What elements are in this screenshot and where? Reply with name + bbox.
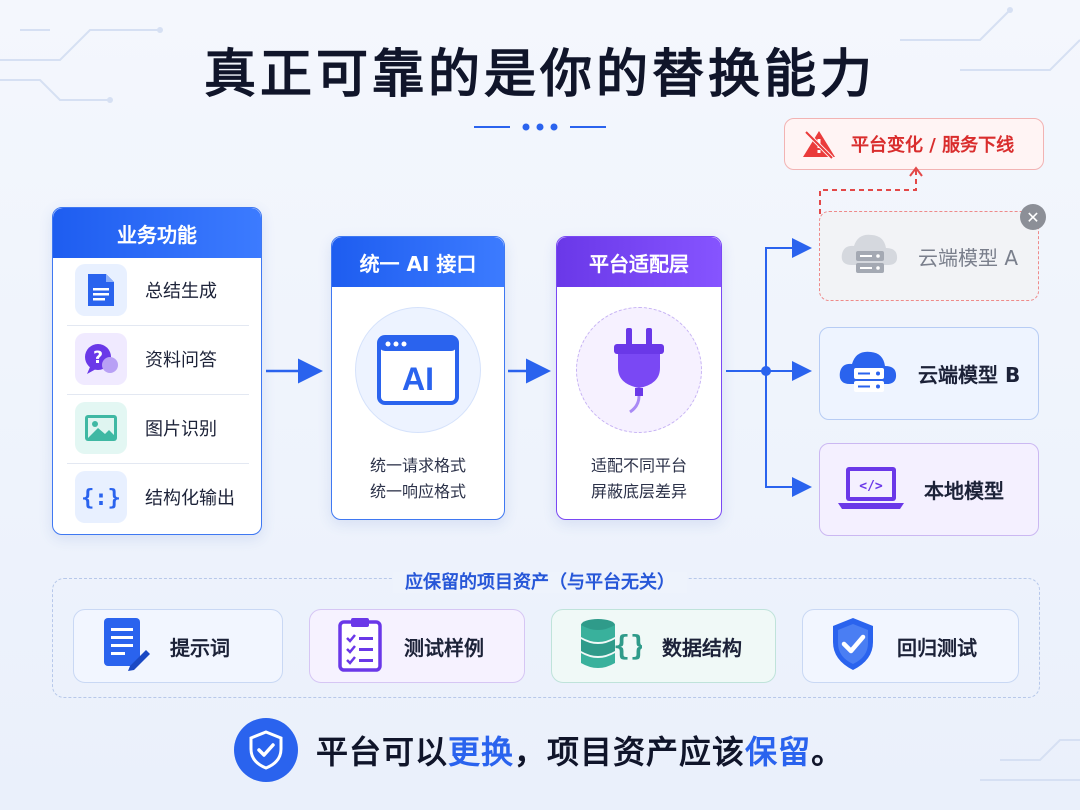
business-item-structured[interactable]: {:} 结构化输出 [67, 463, 249, 531]
project-assets-title: 应保留的项目资产（与平台无关） [0, 568, 1080, 594]
warning-text: 平台变化 / 服务下线 [851, 135, 1015, 156]
model-label: 云端模型 A [918, 245, 1019, 270]
svg-text:{:}: {:} [83, 486, 119, 511]
business-item-label: 图片识别 [145, 419, 217, 440]
conclusion-part-1: 平台可以 [316, 733, 449, 771]
business-item-qa[interactable]: ? 资料问答 [67, 325, 249, 393]
model-card-local[interactable]: </> 本地模型 [819, 443, 1039, 536]
business-item-label: 结构化输出 [145, 488, 235, 509]
shield-check-icon [829, 616, 877, 676]
model-card-cloud-a[interactable]: 云端模型 A [819, 211, 1039, 301]
image-icon [75, 402, 127, 454]
asset-label: 提示词 [170, 635, 230, 660]
shield-check-icon [234, 718, 298, 782]
platform-adapter-panel: 平台适配层 适配不同平台 屏蔽底层差异 [556, 236, 722, 520]
adapter-header: 平台适配层 [557, 237, 721, 287]
unified-ai-interface-panel: 统一 AI 接口 AI 统一请求格式 统一响应格式 [331, 236, 505, 520]
close-icon[interactable]: ✕ [1020, 204, 1046, 230]
asset-prompt[interactable]: 提示词 [73, 609, 283, 683]
adapter-desc-2: 屏蔽底层差异 [590, 482, 687, 501]
ai-window-icon: AI [355, 307, 481, 433]
adapter-desc-1: 适配不同平台 [590, 456, 687, 475]
asset-test-cases[interactable]: 测试样例 [309, 609, 525, 683]
svg-text:?: ? [93, 348, 103, 368]
business-item-image[interactable]: 图片识别 [67, 394, 249, 462]
laptop-code-icon: </> [836, 463, 906, 517]
cloud-server-icon [838, 229, 900, 283]
asset-regression-test[interactable]: 回归测试 [802, 609, 1019, 683]
conclusion-text: 平台可以更换，项目资产应该保留。 [316, 727, 844, 773]
unified-ai-desc-1: 统一请求格式 [369, 456, 466, 475]
platform-change-warning: 平台变化 / 服务下线 [784, 118, 1044, 170]
document-icon [75, 264, 127, 316]
asset-label: 回归测试 [897, 635, 977, 660]
checklist-icon [336, 616, 384, 676]
page-title: 真正可靠的是你的替换能力 [203, 45, 876, 105]
question-chat-icon: ? [75, 333, 127, 385]
conclusion-part-2: ，项目资产应该 [514, 733, 746, 771]
code-braces-icon: {:} [75, 471, 127, 523]
asset-data-structure[interactable]: {} 数据结构 [551, 609, 776, 683]
prompt-doc-icon [100, 616, 150, 676]
unified-ai-header: 统一 AI 接口 [332, 237, 504, 287]
project-assets-title-text: 应保留的项目资产（与平台无关） [393, 572, 687, 593]
business-functions-header: 业务功能 [53, 208, 261, 258]
plug-icon [576, 307, 702, 433]
cloud-server-icon [836, 346, 900, 402]
conclusion-line: 平台可以更换，项目资产应该保留。 [234, 718, 844, 782]
asset-label: 数据结构 [662, 635, 742, 660]
conclusion-part-3: 。 [811, 733, 845, 771]
business-functions-panel: 业务功能 总结生成 ? 资料问答 图片识别 {:} 结构化输出 [52, 207, 262, 535]
warning-slash-icon [803, 130, 835, 160]
business-item-summary[interactable]: 总结生成 [67, 256, 249, 324]
svg-text:</>: </> [859, 479, 883, 494]
conclusion-highlight-replace: 更换 [448, 733, 515, 771]
unified-ai-desc-2: 统一响应格式 [369, 482, 466, 501]
model-label: 本地模型 [924, 479, 1004, 503]
ai-icon-text: AI [402, 361, 434, 397]
model-label: 云端模型 B [918, 363, 1021, 387]
conclusion-highlight-keep: 保留 [745, 733, 812, 771]
business-item-label: 资料问答 [145, 350, 217, 371]
svg-text:{}: {} [613, 629, 642, 662]
business-item-label: 总结生成 [145, 281, 217, 302]
model-card-cloud-b[interactable]: 云端模型 B [819, 327, 1039, 420]
title-divider [474, 123, 606, 131]
asset-label: 测试样例 [404, 635, 484, 660]
database-icon: {} [578, 617, 647, 675]
